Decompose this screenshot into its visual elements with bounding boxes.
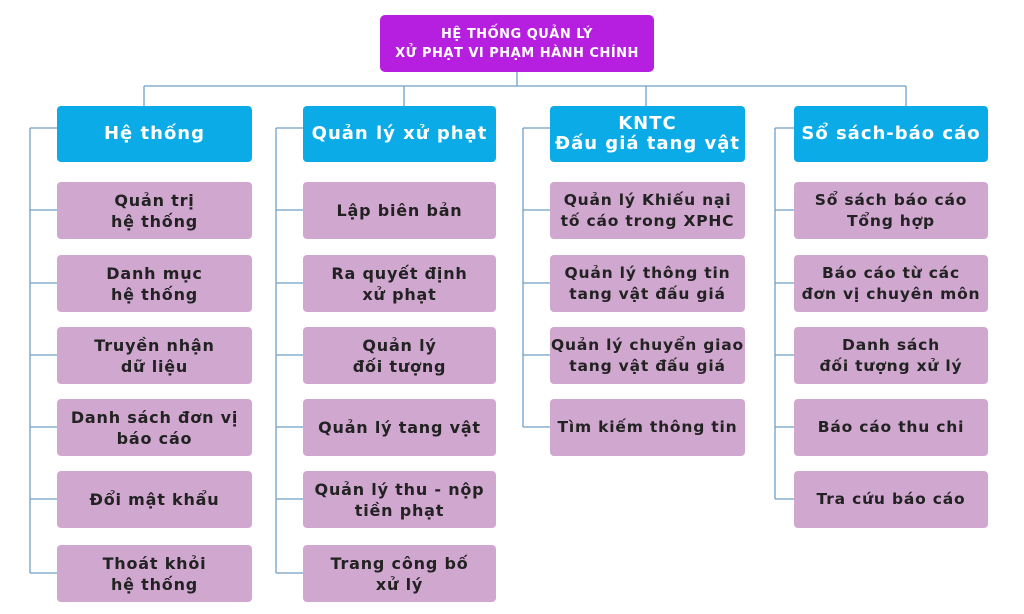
item-label-line-1: Sổ sách báo cáo — [814, 190, 968, 209]
header-kntc-dau-gia-tang-vat: KNTC Đấu giá tang vật — [550, 106, 745, 162]
item-label-line-2: tiền phạt — [354, 500, 445, 520]
item-label-line-1: Báo cáo từ các — [822, 263, 960, 282]
item-label-line-1: Quản lý Khiếu nại — [563, 190, 732, 209]
item-label-line-2: hệ thống — [110, 211, 199, 231]
root-title-line-1: HỆ THỐNG QUẢN LÝ — [441, 26, 593, 42]
item-truyen-nhan-du-lieu: Truyền nhận dữ liệu — [57, 327, 252, 384]
item-label-line-2: dữ liệu — [120, 356, 189, 376]
item-label-line-1: Tra cứu báo cáo — [816, 490, 966, 508]
item-label-line-2: đối tượng — [352, 356, 447, 376]
item-doi-mat-khau: Đổi mật khẩu — [57, 471, 252, 528]
header-so-sach-bao-cao: Sổ sách-báo cáo — [794, 106, 988, 162]
item-danh-sach-don-vi-bao-cao: Danh sách đơn vị báo cáo — [57, 399, 252, 456]
item-label-line-2: đơn vị chuyên môn — [801, 284, 981, 303]
item-label-line-1: Danh sách — [842, 335, 940, 354]
item-label-line-1: Danh sách đơn vị — [70, 407, 239, 427]
item-label-line-1: Báo cáo thu chi — [817, 418, 965, 436]
item-bao-cao-thu-chi: Báo cáo thu chi — [794, 399, 988, 456]
item-label-line-1: Quản lý chuyển giao — [551, 335, 744, 354]
item-label-line-1: Đổi mật khẩu — [89, 490, 220, 509]
item-label-line-2: tang vật đấu giá — [569, 284, 726, 303]
header-he-thong: Hệ thống — [57, 106, 252, 162]
item-quan-ly-doi-tuong: Quản lý đối tượng — [303, 327, 496, 384]
item-label-line-2: xử phạt — [362, 284, 437, 304]
item-so-sach-bao-cao-tong-hop: Sổ sách báo cáo Tổng hợp — [794, 182, 988, 239]
item-trang-cong-bo-xu-ly: Trang công bố xử lý — [303, 545, 496, 602]
item-label-line-1: Lập biên bản — [336, 201, 463, 220]
header-label: Hệ thống — [103, 123, 206, 144]
item-danh-muc-he-thong: Danh mục hệ thống — [57, 255, 252, 312]
item-quan-ly-khieu-nai-to-cao: Quản lý Khiếu nại tố cáo trong XPHC — [550, 182, 745, 239]
item-quan-tri-he-thong: Quản trị hệ thống — [57, 182, 252, 239]
root-title-line-2: XỬ PHẠT VI PHẠM HÀNH CHÍNH — [395, 45, 639, 61]
item-label-line-1: Tìm kiếm thông tin — [557, 418, 738, 436]
item-danh-sach-doi-tuong-xu-ly: Danh sách đối tượng xử lý — [794, 327, 988, 384]
item-lap-bien-ban: Lập biên bản — [303, 182, 496, 239]
item-ra-quyet-dinh-xu-phat: Ra quyết định xử phạt — [303, 255, 496, 312]
header-label-line-1: KNTC — [618, 113, 677, 134]
item-label-line-1: Quản trị — [114, 190, 195, 210]
item-thoat-khoi-he-thong: Thoát khỏi hệ thống — [57, 545, 252, 602]
item-label-line-2: tố cáo trong XPHC — [560, 211, 735, 230]
item-label-line-2: xử lý — [375, 574, 424, 594]
item-label-line-1: Truyền nhận — [94, 335, 215, 355]
item-tra-cuu-bao-cao: Tra cứu báo cáo — [794, 471, 988, 528]
item-label-line-2: Tổng hợp — [847, 211, 935, 230]
item-label-line-1: Quản lý thu - nộp — [314, 479, 485, 499]
item-label-line-1: Trang công bố — [330, 553, 469, 573]
header-label: Sổ sách-báo cáo — [801, 123, 981, 144]
item-label-line-1: Quản lý — [362, 335, 437, 355]
item-label-line-1: Quản lý tang vật — [318, 418, 481, 437]
item-label-line-2: hệ thống — [110, 284, 199, 304]
header-label-line-2: Đấu giá tang vật — [555, 133, 740, 154]
item-bao-cao-tu-cac-don-vi: Báo cáo từ các đơn vị chuyên môn — [794, 255, 988, 312]
item-quan-ly-thong-tin-tang-vat: Quản lý thông tin tang vật đấu giá — [550, 255, 745, 312]
header-label: Quản lý xử phạt — [311, 123, 488, 144]
item-quan-ly-thu-nop-tien-phat: Quản lý thu - nộp tiền phạt — [303, 471, 496, 528]
item-label-line-1: Danh mục — [106, 263, 203, 283]
item-tim-kiem-thong-tin: Tìm kiếm thông tin — [550, 399, 745, 456]
item-quan-ly-chuyen-giao-tang-vat: Quản lý chuyển giao tang vật đấu giá — [550, 327, 745, 384]
item-label-line-2: báo cáo — [116, 428, 193, 448]
item-label-line-1: Quản lý thông tin — [564, 263, 731, 282]
root-title-box: HỆ THỐNG QUẢN LÝ XỬ PHẠT VI PHẠM HÀNH CH… — [380, 15, 654, 72]
header-quan-ly-xu-phat: Quản lý xử phạt — [303, 106, 496, 162]
item-label-line-2: tang vật đấu giá — [569, 356, 726, 375]
item-label-line-2: đối tượng xử lý — [819, 356, 963, 375]
item-label-line-2: hệ thống — [110, 574, 199, 594]
item-label-line-1: Ra quyết định — [331, 263, 468, 283]
item-quan-ly-tang-vat: Quản lý tang vật — [303, 399, 496, 456]
item-label-line-1: Thoát khỏi — [102, 553, 207, 573]
